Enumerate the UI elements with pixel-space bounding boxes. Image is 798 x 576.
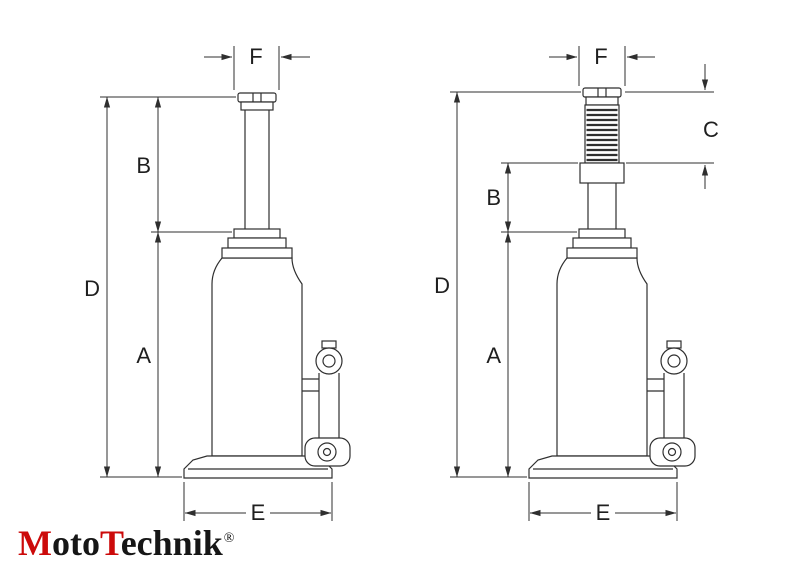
left-jack-dimensions <box>100 46 333 521</box>
dim-label-a-left: A <box>136 343 151 368</box>
right-jack-drawing <box>528 87 696 479</box>
logo-text-oto: oto <box>51 523 100 563</box>
mototechnik-logo: MotoTechnik® <box>18 523 235 564</box>
right-jack-dimensions <box>450 46 714 521</box>
dim-label-b-left: B <box>136 153 151 178</box>
dim-label-a-right: A <box>486 343 501 368</box>
dim-label-c-right: C <box>703 117 719 142</box>
right-jack-saddle <box>582 87 622 106</box>
right-jack-ram <box>587 183 617 229</box>
registered-trademark-icon: ® <box>223 531 235 546</box>
logo-letter-m: M <box>18 523 52 563</box>
right-jack-dimension-labels: F C B D A E <box>434 44 719 525</box>
logo-text-echnik: echnik <box>120 523 223 563</box>
right-jack-extension-screw <box>584 104 620 164</box>
dim-label-f-left: F <box>249 44 262 69</box>
logo-letter-t: T <box>99 523 121 563</box>
dim-label-d-left: D <box>84 276 100 301</box>
dim-label-e-left: E <box>251 500 266 525</box>
dim-label-e-right: E <box>596 500 611 525</box>
right-jack-ram-collar <box>579 162 625 184</box>
left-jack-dimension-labels: F D B A E <box>84 44 265 525</box>
right-jack-body <box>528 228 696 479</box>
dim-label-f-right: F <box>594 44 607 69</box>
left-jack-ram <box>244 110 270 229</box>
left-jack-drawing <box>183 92 351 479</box>
left-jack-body <box>183 228 351 479</box>
left-jack-saddle <box>237 92 277 111</box>
dim-label-b-right: B <box>486 185 501 210</box>
dim-label-d-right: D <box>434 273 450 298</box>
